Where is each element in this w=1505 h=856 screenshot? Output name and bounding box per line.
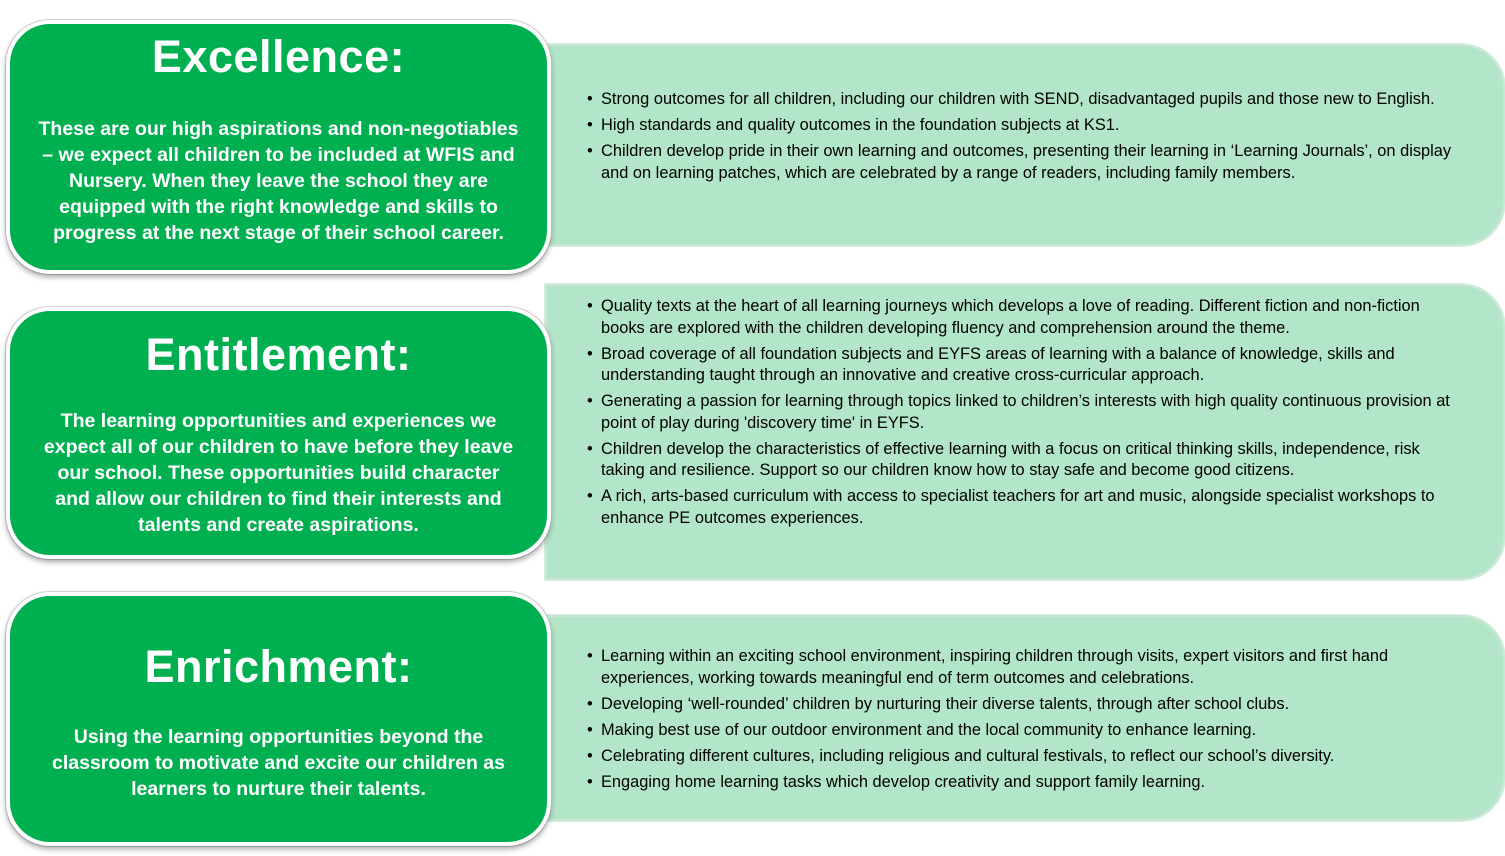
excellence-title: Excellence:: [151, 31, 406, 82]
entitlement-points-list: Quality texts at the heart of all learni…: [587, 296, 1467, 534]
list-item: Making best use of our outdoor environme…: [587, 720, 1467, 742]
entitlement-description: The learning opportunities and experienc…: [43, 410, 514, 536]
list-item: High standards and quality outcomes in t…: [587, 115, 1467, 137]
list-item: Developing ‘well-rounded’ children by nu…: [587, 694, 1467, 716]
list-item: Children develop the characteristics of …: [587, 439, 1467, 482]
enrichment-title: Enrichment:: [144, 641, 413, 692]
list-item: Generating a passion for learning throug…: [587, 391, 1467, 434]
list-item: Quality texts at the heart of all learni…: [587, 296, 1467, 339]
list-item: A rich, arts-based curriculum with acces…: [587, 486, 1467, 529]
excellence-pillar: Excellence: These are our high aspiratio…: [6, 20, 551, 274]
enrichment-pillar: Enrichment: Using the learning opportuni…: [6, 592, 551, 846]
list-item: Celebrating different cultures, includin…: [587, 746, 1467, 768]
list-item: Strong outcomes for all children, includ…: [587, 89, 1467, 111]
enrichment-points-list: Learning within an exciting school envir…: [587, 646, 1467, 798]
list-item: Children develop pride in their own lear…: [587, 141, 1467, 184]
excellence-detail-panel: Strong outcomes for all children, includ…: [545, 44, 1505, 246]
list-item: Engaging home learning tasks which devel…: [587, 772, 1467, 794]
list-item: Learning within an exciting school envir…: [587, 646, 1467, 689]
excellence-points-list: Strong outcomes for all children, includ…: [587, 89, 1467, 189]
list-item: Broad coverage of all foundation subject…: [587, 344, 1467, 387]
enrichment-description: Using the learning opportunities beyond …: [52, 726, 505, 800]
entitlement-detail-panel: Quality texts at the heart of all learni…: [545, 284, 1505, 580]
excellence-description: These are our high aspirations and non-n…: [38, 118, 519, 244]
entitlement-pillar: Entitlement: The learning opportunities …: [6, 307, 551, 559]
enrichment-detail-panel: Learning within an exciting school envir…: [545, 615, 1505, 821]
entitlement-title: Entitlement:: [145, 329, 412, 380]
